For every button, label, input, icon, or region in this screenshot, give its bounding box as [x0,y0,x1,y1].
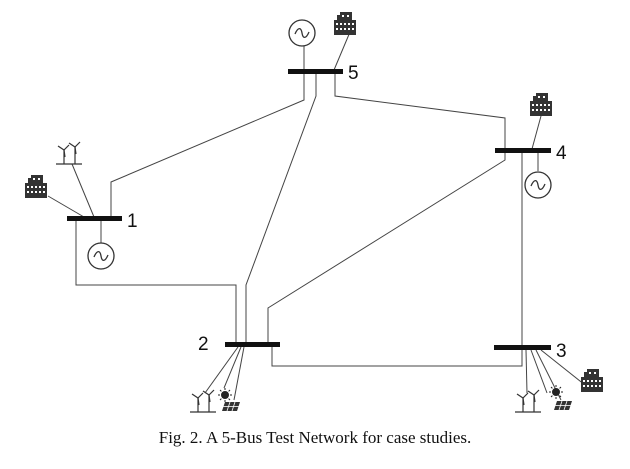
bus-3-bar [494,345,551,350]
bus-1-label: 1 [127,211,138,232]
load-building-icon [334,12,356,35]
sun-icon [548,384,564,400]
sun-icon [217,387,233,403]
line-1-2 [75,217,237,344]
line-1-5 [110,74,305,217]
line-2-5 [245,74,317,344]
load-building-icon [530,93,552,116]
bus-2-label: 2 [198,334,209,355]
figure-caption: Fig. 2. A 5-Bus Test Network for case st… [158,428,472,447]
generator-icon [87,242,115,270]
load-building-icon [25,175,47,198]
wind-turbine-icon [514,389,542,413]
bus-5-bar [288,69,343,74]
bus-4-bar [495,148,551,153]
solar-panel-icon [221,401,241,412]
bus-1-bar [67,216,122,221]
solar-panel-icon [553,400,573,411]
bus-4-label: 4 [556,143,567,164]
generator-icon [288,19,316,47]
generator-icon [524,171,552,199]
bus-2-bar [225,342,280,347]
wind-turbine-icon [55,141,83,165]
line-4-5 [334,74,506,149]
bus-3-label: 3 [556,341,567,362]
line-2-4 [267,153,506,344]
wind-turbine-icon [189,389,217,413]
bus-5-label: 5 [348,63,359,84]
line-2-3 [271,346,523,367]
load-building-icon [581,369,603,392]
